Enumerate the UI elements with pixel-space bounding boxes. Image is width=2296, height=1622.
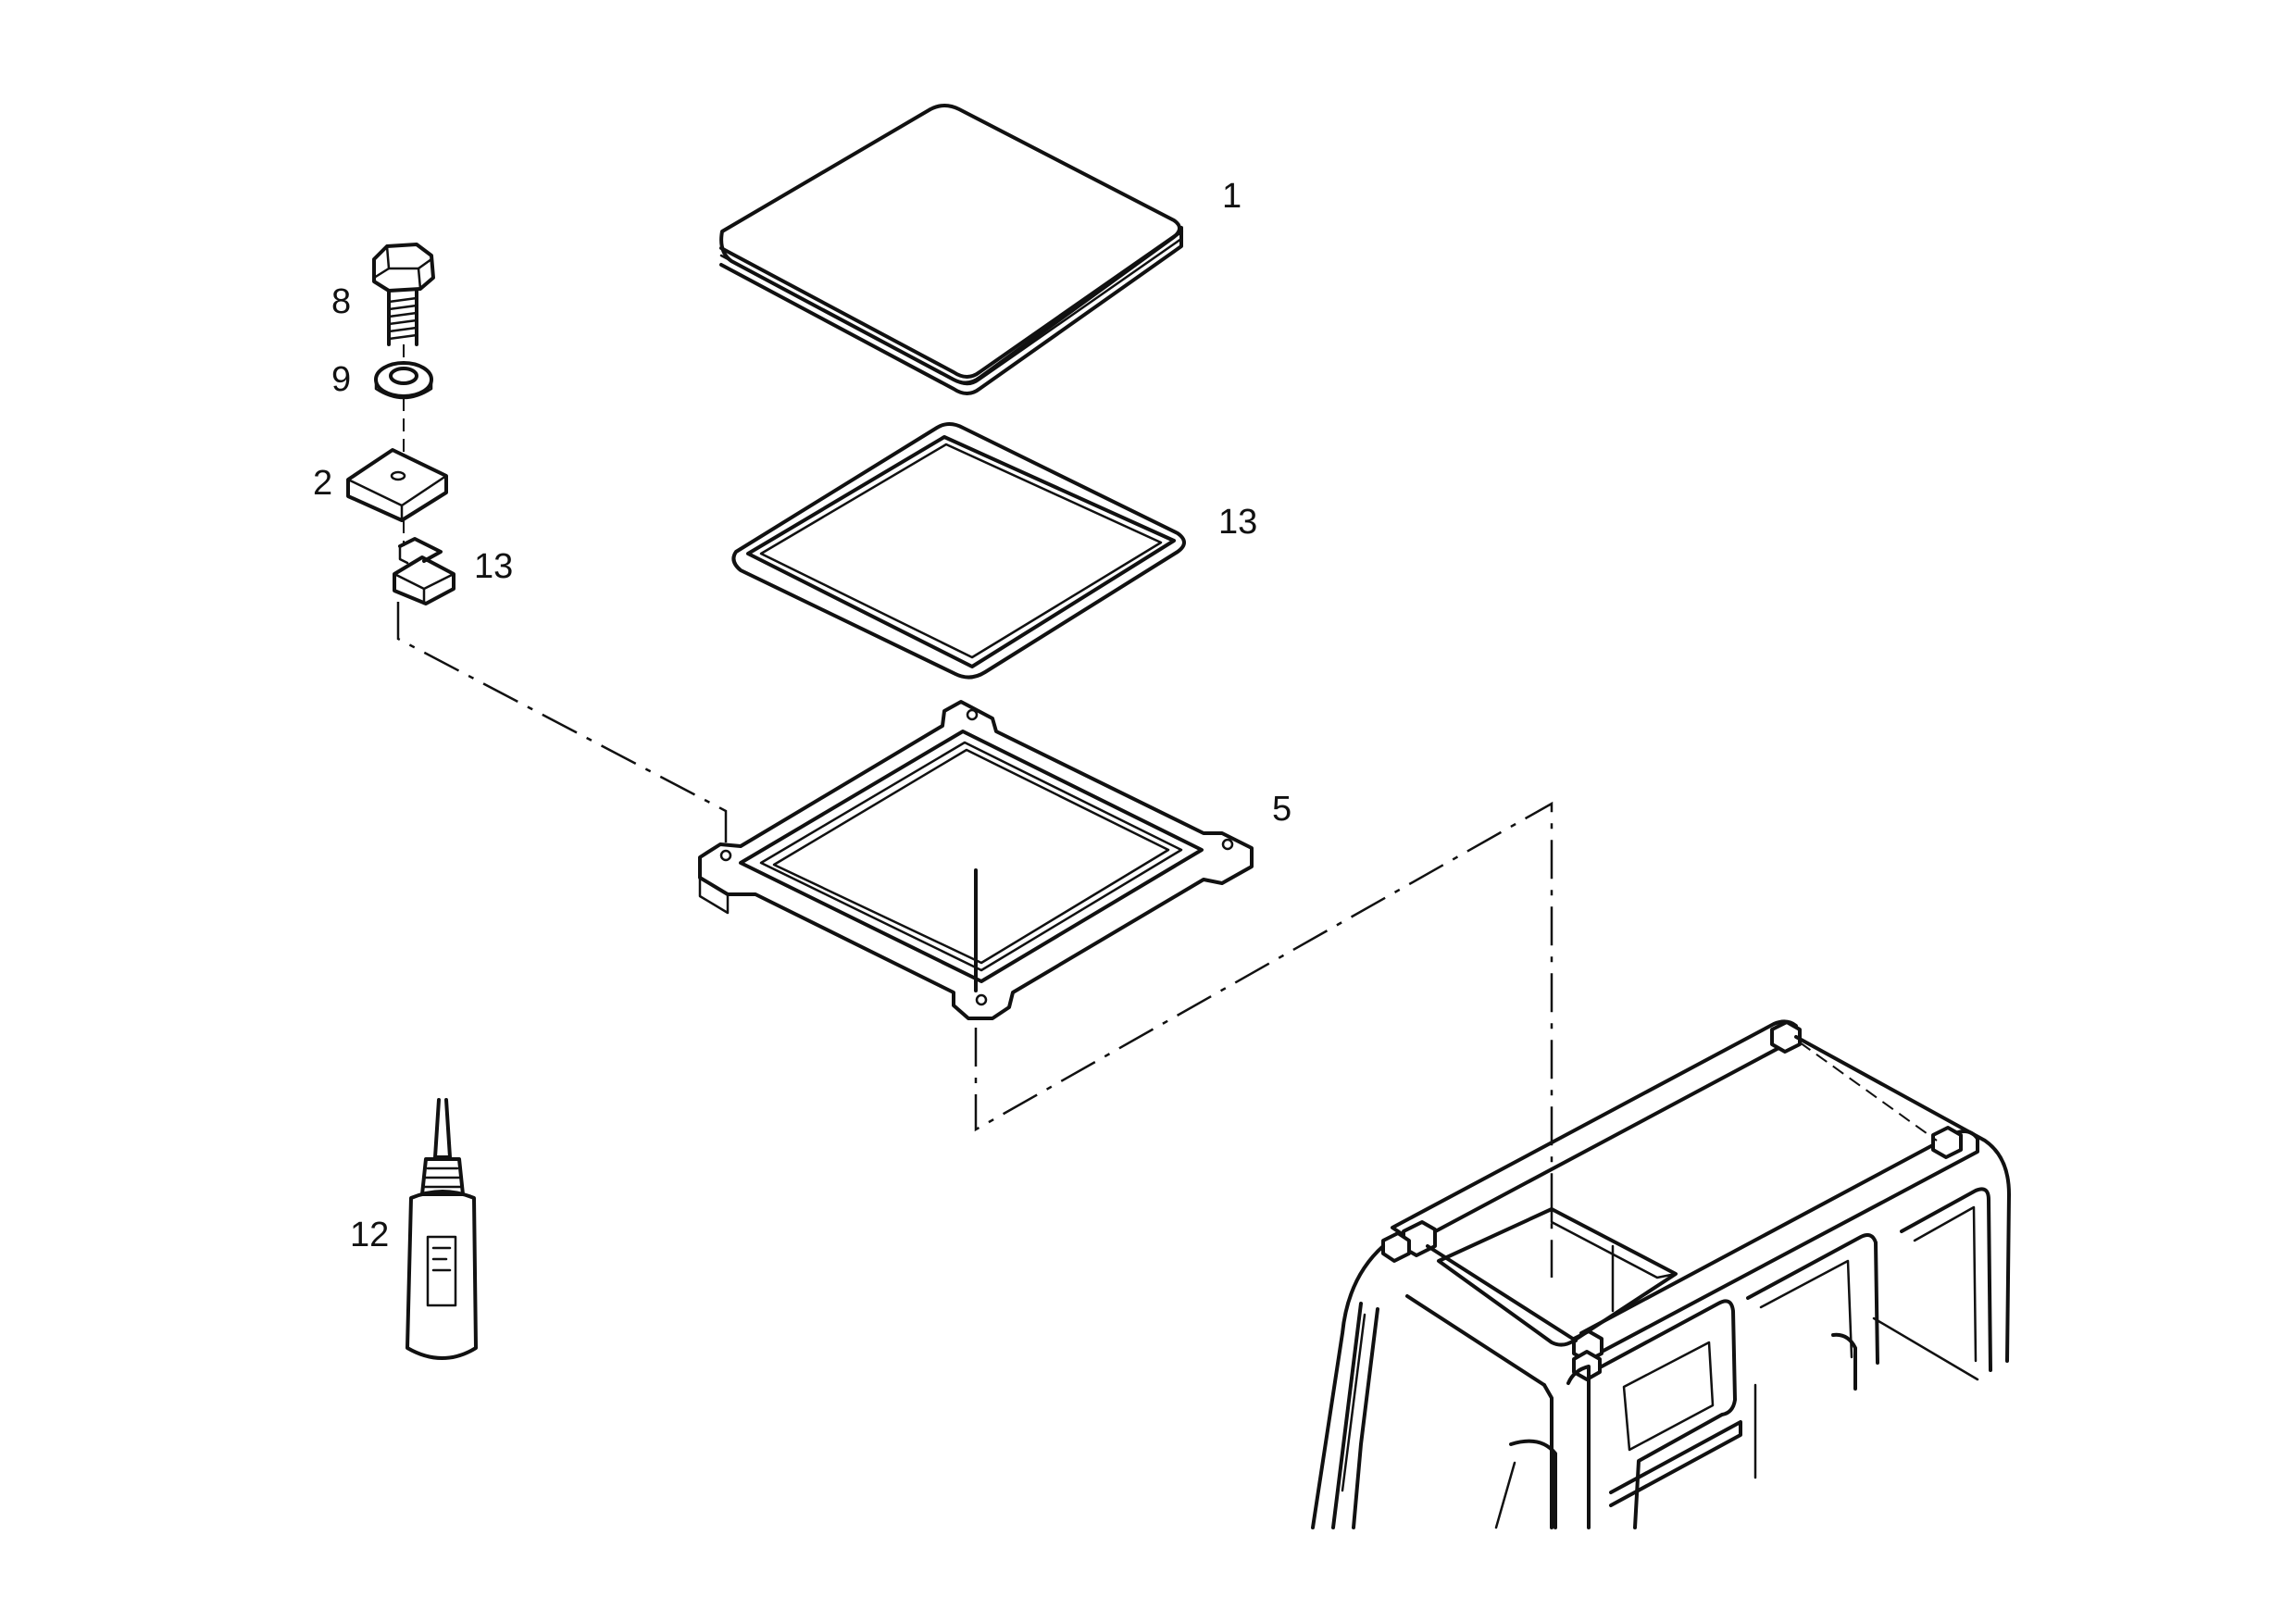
callout-8: 8 xyxy=(331,282,351,321)
part-8-bolt xyxy=(372,243,435,346)
callout-9: 9 xyxy=(331,360,351,399)
part-13-seal-ring xyxy=(731,422,1186,680)
cab-frame xyxy=(1311,1019,2011,1529)
callout-13-seal: 13 xyxy=(1218,503,1257,542)
part-2-plate xyxy=(346,448,448,522)
part-5-mounting-frame xyxy=(698,700,1254,1020)
part-12-adhesive-bottle xyxy=(406,1098,478,1360)
callouts: 1 13 5 8 9 2 13 12 xyxy=(313,177,1292,1254)
callout-13-spacer: 13 xyxy=(474,547,513,586)
callout-5: 5 xyxy=(1272,790,1292,829)
part-9-washer xyxy=(374,361,433,400)
callout-1: 1 xyxy=(1222,177,1242,216)
callout-12: 12 xyxy=(350,1216,389,1254)
assembly-lines xyxy=(396,344,1554,1278)
part-13-spacer xyxy=(393,537,455,605)
callout-2: 2 xyxy=(313,464,332,503)
part-1-roof-cover xyxy=(719,104,1183,395)
